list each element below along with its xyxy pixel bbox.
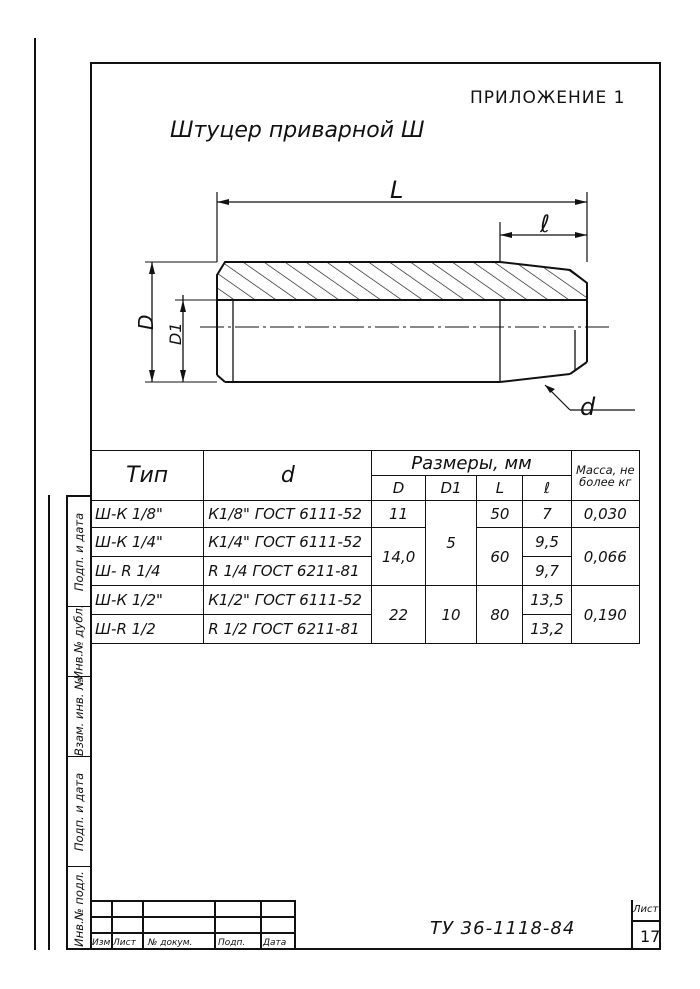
table-row: Ш- R 1/4 R 1/4 ГОСТ 6211-81 9,7 <box>89 556 640 586</box>
cell-d: К1/4" ГОСТ 6111-52 <box>203 527 373 557</box>
table-row: Ш-R 1/2 R 1/2 ГОСТ 6211-81 13,2 <box>89 614 640 644</box>
fitting-drawing <box>145 192 635 411</box>
cell-d: К1/2" ГОСТ 6111-52 <box>203 585 373 615</box>
dim-d-label: d <box>580 393 596 421</box>
stamp-col-label: № докум. <box>148 938 193 948</box>
stamp-col-label: Дата <box>263 938 287 948</box>
sheet-number: 17 <box>640 927 661 946</box>
table-row: Ш-К 1/8" К1/8" ГОСТ 6111-52 11 5 50 7 0,… <box>89 500 641 586</box>
dim-l-label: ℓ <box>540 210 550 238</box>
cell-mass: 0,030 <box>570 500 641 528</box>
cell-l: 9,5 <box>522 527 572 557</box>
side-cell-sign-date-2: Подп. и дата <box>68 757 90 867</box>
cell-mass: 0,190 <box>570 585 641 644</box>
stamp-vline <box>142 900 144 950</box>
cell-d: К1/8" ГОСТ 6111-52 <box>203 500 373 528</box>
stamp-hline <box>90 900 294 902</box>
table-row: Ш-К 1/2" К1/2" ГОСТ 6111-52 22 10 80 13,… <box>89 585 641 644</box>
title-stamp: Изм Лист № докум. Подп. Дата ТУ 36-1118-… <box>90 900 661 950</box>
side-cell-replace-inv: Взам. инв. № <box>68 677 90 757</box>
table-row: Ш-К 1/4" К1/4" ГОСТ 6111-52 14,0 60 9,5 … <box>89 527 641 586</box>
cell-D: 11 <box>371 500 426 528</box>
cell-D1: 10 <box>424 585 478 644</box>
th-type: Тип <box>89 450 205 501</box>
cell-type: Ш-К 1/8" <box>89 500 205 528</box>
cell-type: Ш-К 1/2" <box>89 585 205 615</box>
cell-l: 9,7 <box>522 556 572 586</box>
appendix-label: ПРИЛОЖЕНИЕ 1 <box>470 88 626 108</box>
side-label: Подп. и дата <box>72 512 86 591</box>
stamp-vline <box>111 900 113 950</box>
th-D1: D1 <box>424 475 478 501</box>
side-cell-orig-inv: Инв.№ подл. <box>68 867 90 950</box>
dim-L-label: L <box>390 176 404 204</box>
stamp-col-label: Лист <box>113 938 136 948</box>
th-mass: Масса, не более кг <box>570 450 641 501</box>
side-label: Подп. и дата <box>72 772 86 851</box>
side-cell-dup-inv: Инв.№ дубл. <box>68 603 90 680</box>
side-approval-strip: Подп. и дата Инв.№ дубл. Взам. инв. № По… <box>66 495 90 950</box>
th-sizes: Размеры, мм <box>371 450 572 476</box>
th-l: ℓ <box>522 475 572 501</box>
cell-l: 7 <box>522 500 572 528</box>
cell-type: Ш-К 1/4" <box>89 527 205 557</box>
cell-l: 13,2 <box>522 614 572 644</box>
stamp-vline <box>631 900 633 950</box>
cell-L: 80 <box>476 585 524 644</box>
cell-D: 22 <box>371 585 426 644</box>
stamp-vline <box>90 900 92 950</box>
stamp-vline <box>294 900 296 950</box>
cell-L: 50 <box>476 500 524 528</box>
cell-mass: 0,066 <box>570 527 641 586</box>
binding-margin-line <box>34 38 36 950</box>
doc-number: ТУ 36-1118-84 <box>430 918 576 939</box>
side-label: Взам. инв. № <box>72 677 86 756</box>
th-D: D <box>371 475 426 501</box>
dim-D-label: D <box>134 314 158 330</box>
stamp-col-label: Подп. <box>218 938 246 948</box>
cell-d: R 1/2 ГОСТ 6211-81 <box>203 614 373 644</box>
sheet-label: Лист <box>633 904 659 915</box>
side-label: Инв.№ дубл. <box>72 603 86 680</box>
stamp-vline <box>260 900 262 950</box>
page-title: Штуцер приварной Ш <box>170 118 425 143</box>
cell-L: 60 <box>476 527 524 586</box>
stamp-hline <box>90 932 294 934</box>
cell-D: 14,0 <box>371 527 426 586</box>
side-strip-inner <box>48 495 66 950</box>
cell-d: R 1/4 ГОСТ 6211-81 <box>203 556 373 586</box>
stamp-hline <box>631 920 661 922</box>
cell-type: Ш-R 1/2 <box>89 614 205 644</box>
cell-l: 13,5 <box>522 585 572 615</box>
stamp-vline <box>214 900 216 950</box>
th-d: d <box>203 450 373 501</box>
stamp-hline <box>90 916 294 918</box>
stamp-col-label: Изм <box>92 938 111 948</box>
side-cell-sign-date-1: Подп. и дата <box>68 497 90 607</box>
th-L: L <box>476 475 524 501</box>
spec-table: Тип d Размеры, мм Масса, не более кг D D… <box>89 450 641 644</box>
cell-type: Ш- R 1/4 <box>89 556 205 586</box>
dim-D1-label: D1 <box>166 322 185 346</box>
cell-D1: 5 <box>424 500 478 586</box>
side-label: Инв.№ подл. <box>72 870 86 947</box>
